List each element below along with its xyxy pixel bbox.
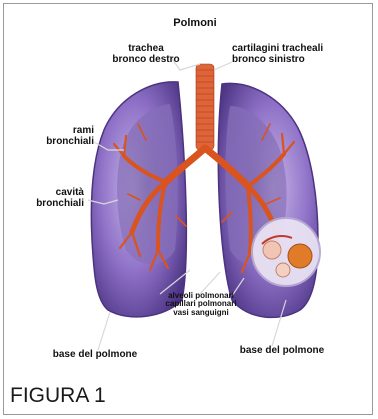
label-base-right: base del polmone [212, 346, 352, 357]
label-segmental-bronchi: rami bronchiali [14, 126, 94, 147]
trachea [196, 64, 214, 150]
label-trachea-left: trachea bronco destro [86, 44, 206, 65]
label-base-left: base del polmone [30, 350, 160, 361]
figure-caption: FIGURA 1 [10, 384, 106, 408]
label-trachea-right: cartilagini tracheali bronco sinistro [232, 44, 372, 65]
alveoli-magnification [252, 218, 320, 286]
label-middle: alveoli polmonari capillari polmonari va… [142, 292, 260, 317]
label-cavity: cavità bronchiali [14, 188, 84, 209]
diagram-title: Polmoni [165, 18, 225, 30]
